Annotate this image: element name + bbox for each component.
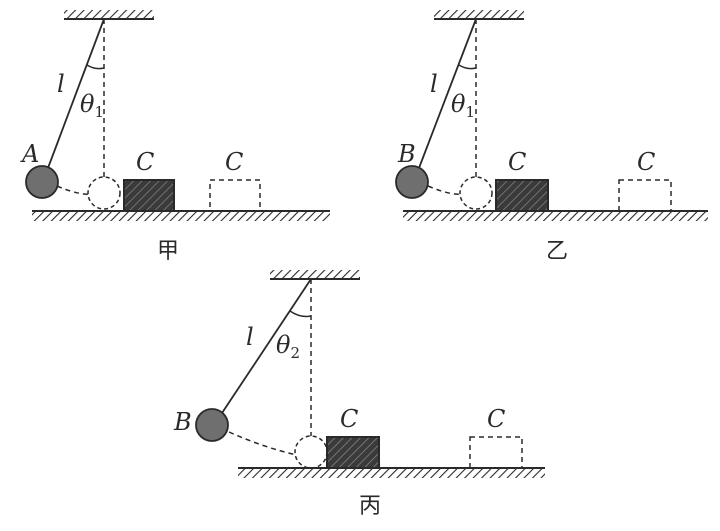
ball-bottom-position (459, 176, 493, 210)
block (326, 436, 380, 469)
ball-label: B (173, 408, 192, 436)
block (495, 179, 549, 212)
block-label: C (340, 405, 358, 433)
panel-bing: l θ2 B C C 丙 (173, 270, 545, 519)
ceiling-support (270, 270, 360, 280)
ceiling-support (64, 10, 154, 20)
string-length-label: l (430, 70, 438, 98)
panel-caption: 丙 (359, 494, 381, 519)
string-length-label: l (57, 70, 65, 98)
block-final-position (209, 179, 261, 212)
ball-bottom-position (294, 435, 328, 469)
ball-label: A (20, 140, 39, 168)
ball-bottom-position (87, 176, 121, 210)
angle-arc (289, 310, 312, 318)
pendulum-string (47, 18, 105, 169)
block-final-position (618, 179, 672, 212)
swing-path (228, 431, 298, 456)
ball (395, 165, 429, 199)
pendulum-string (221, 278, 312, 414)
block-label: C (136, 148, 154, 176)
ceiling-support (434, 10, 524, 20)
block-final-position (469, 436, 523, 469)
string-length-label: l (246, 323, 254, 351)
panel-yi: l θ1 B C C 乙 (395, 10, 708, 264)
ball (195, 408, 229, 442)
floor (403, 210, 708, 221)
angle-label: θ1 (451, 90, 475, 121)
block-final-label: C (487, 405, 505, 433)
block-final-label: C (225, 148, 243, 176)
block-final-label: C (637, 148, 655, 176)
block-label: C (508, 148, 526, 176)
block (123, 179, 175, 212)
panel-caption: 甲 (157, 239, 179, 264)
pendulum-string (418, 18, 477, 169)
angle-label: θ2 (276, 331, 300, 362)
angle-label: θ1 (80, 90, 104, 121)
angle-arc (86, 64, 105, 70)
panel-caption: 乙 (546, 239, 568, 264)
panel-jia: l θ1 A C C 甲 (20, 10, 330, 264)
ball (25, 165, 59, 199)
floor (32, 210, 330, 221)
floor (238, 467, 545, 478)
angle-arc (458, 64, 477, 70)
ball-label: B (397, 140, 416, 168)
